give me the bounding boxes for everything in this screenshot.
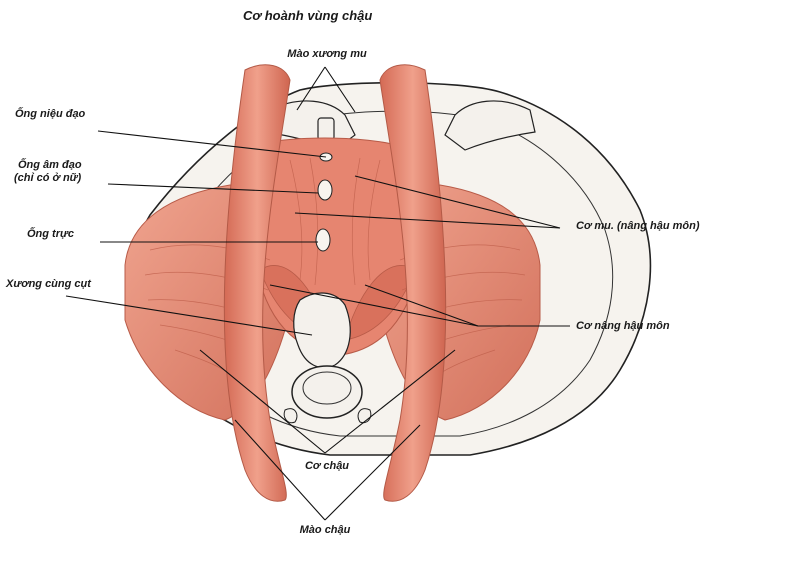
sacrum-bone bbox=[291, 365, 363, 419]
rectum-opening bbox=[315, 228, 331, 252]
label-iliac-muscle: Cơ chậu bbox=[304, 460, 350, 472]
label-urethra: Ống niệu đạo bbox=[15, 108, 86, 120]
label-vagina: Ống âm đạo bbox=[18, 159, 82, 171]
leader-lines bbox=[65, 66, 570, 521]
label-vagina-note: (chỉ có ở nữ) bbox=[14, 172, 82, 184]
diagram-title: Cơ hoành vùng chậu bbox=[243, 8, 373, 23]
label-pubic-crest: Mào xương mu bbox=[287, 48, 367, 60]
label-pubococcygeus: Cơ mu. (nâng hậu môn) bbox=[576, 220, 700, 232]
label-rectum: Ống trực bbox=[27, 228, 74, 240]
left-iliac-muscle bbox=[223, 64, 291, 502]
vagina-opening bbox=[317, 179, 333, 201]
right-iliac-muscle bbox=[379, 64, 447, 502]
label-coccyx: Xương cùng cụt bbox=[6, 278, 91, 290]
label-iliac-crest: Mào chậu bbox=[299, 524, 351, 536]
label-levator-ani: Cơ nâng hậu môn bbox=[576, 320, 670, 332]
